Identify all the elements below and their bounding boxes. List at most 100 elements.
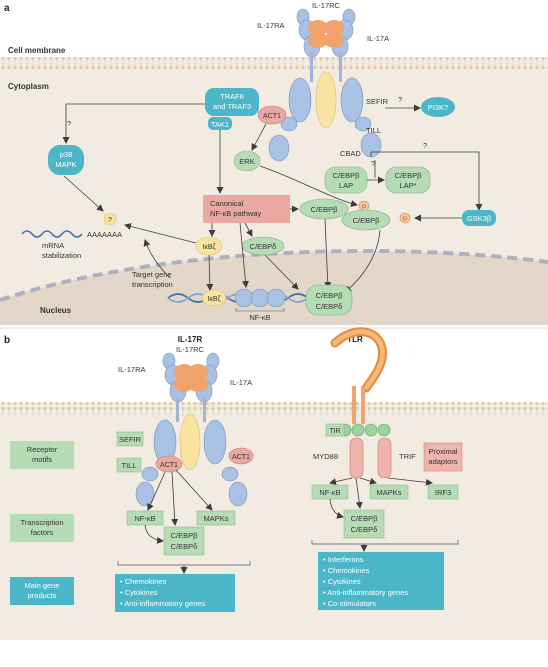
till-label-a: TILL (366, 126, 381, 135)
nfkb-label-nucleus: NF-κB (249, 313, 270, 322)
phospho-cebpb-node (341, 209, 391, 231)
phospho-p2-node (399, 212, 411, 224)
arrow-erk-phospho (259, 165, 358, 207)
cebpd-label-b: C/EBPδ (171, 542, 198, 551)
arrow-nfkb-cebp-b (144, 524, 164, 544)
main-gene-products-label2: products (28, 591, 57, 600)
cebpb-label-a: C/EBPβ (311, 205, 339, 214)
receptor-motifs-label2: motifs (32, 455, 52, 464)
sefir-label-b: SEFIR (119, 435, 142, 444)
cebpb-lap-label1: C/EBPβ (333, 171, 361, 180)
arrow-myd88-mapks (359, 477, 377, 485)
act1-label-a: ACT1 (263, 113, 281, 120)
tlr-product-2: • Cytokines (323, 577, 361, 586)
traf3-label: and TRAF3 (213, 102, 251, 111)
cell-membrane-b (0, 402, 548, 416)
nucleus-label: Nucleus (40, 306, 72, 315)
sefir-box-b (116, 431, 144, 447)
pi3k-question: ? (398, 95, 402, 104)
cebp-box-b (163, 526, 205, 556)
mrna-strand (21, 230, 83, 238)
proximal-label2: adaptors (428, 457, 457, 466)
cebp-box-tlr (343, 509, 385, 539)
il17r-product-1: • Cytokines (120, 588, 158, 597)
arrow-nfkb-cebpd (244, 222, 253, 237)
pi3k-node (421, 97, 455, 117)
till-box-b (116, 457, 142, 473)
canonical-nfkb-box (203, 195, 290, 223)
tlr-product-1: • Chemokines (323, 566, 370, 575)
act1-label-b2: ACT1 (232, 454, 250, 461)
arrow-trif-irf3 (387, 477, 433, 486)
traf6-label: TRAF6 (220, 92, 244, 101)
il17rc-label-b: IL-17RC (176, 345, 205, 354)
transcription-factors-label2: factors (31, 528, 54, 537)
trif-label: TRIF (399, 452, 416, 461)
traf6-traf3-box (205, 88, 259, 116)
tak1-label: TAK1 (211, 120, 229, 129)
pi3k-label: PI3K? (428, 103, 448, 112)
nfkb-bracket (235, 308, 285, 312)
nuclear-cebpd-label: C/EBPδ (316, 302, 343, 311)
cebpb-lapstar-label1: C/EBPβ (395, 171, 423, 180)
act1-node-a (257, 105, 287, 125)
il17r-title: IL-17R (178, 335, 203, 344)
tlr-products-bracket (311, 540, 459, 545)
arrow-cebpb-nucleus (324, 218, 332, 289)
mapks-box-b (196, 510, 236, 526)
phospho-cebpb-label: C/EBPβ (353, 216, 381, 225)
arrow-traf-p38 (62, 103, 205, 144)
phospho-p2-label: P (403, 216, 407, 223)
mapks-label-b: MAPKs (203, 514, 228, 523)
main-gene-products-box (10, 577, 74, 605)
panel-a-letter: a (4, 3, 10, 14)
transcription-factors-box (10, 514, 74, 542)
arrow-act1-cebp-b (171, 471, 179, 526)
tak1-box (208, 117, 232, 130)
cebpd-label-a: C/EBPδ (250, 242, 277, 251)
nuclear-cebpb-label: C/EBPβ (316, 291, 344, 300)
proximal-label1: Proximal (428, 447, 458, 456)
gsk3b-node (462, 210, 496, 226)
tlr-product-3: • Anti-inflammatory genes (323, 588, 408, 597)
il17a-label-b: IL-17A (230, 378, 252, 387)
act1-node-b (155, 455, 183, 473)
cell-membrane (0, 57, 548, 71)
ikbz-label-a: IκBζ (202, 244, 215, 251)
canonical-label: Canonical (210, 199, 244, 208)
gsk3b-label: GSK3β (467, 214, 492, 223)
mapks-box-tlr (369, 484, 409, 500)
main-gene-products-label1: Main gene (24, 581, 59, 590)
myd88-label: MYD88 (313, 452, 338, 461)
phospho-p-label: P (362, 204, 366, 211)
cebpb-lapstar-node (385, 166, 431, 194)
irf3-box (427, 484, 459, 500)
panel-a: a Cell membrane Cytoplasm Nucleus (0, 1, 548, 325)
mapks-label-tlr: MAPKs (376, 488, 401, 497)
gsk3b-question: ? (423, 141, 427, 150)
arrow-nfkb-nucleus (239, 222, 249, 288)
tir-label: TIR (329, 428, 340, 435)
nfkb-pathway-label: NF-κB pathway (210, 209, 262, 218)
panel-b-letter: b (4, 335, 10, 346)
stabilization-label: stabilization (42, 251, 81, 260)
erk-node (233, 150, 261, 172)
mrna-label: mRNA (42, 241, 64, 250)
till-label-b: TILL (121, 461, 136, 470)
arrow-transcription-mrna (143, 239, 171, 279)
arrow-act1-erk (251, 123, 267, 151)
mrna-question: ? (108, 217, 112, 224)
il17ra-label-a: IL-17RA (257, 21, 285, 30)
arrow-myd88-cebp (355, 477, 363, 509)
receptor-motifs-label1: Receptor (27, 445, 58, 454)
panel-b: b IL-17R IL-17RC IL-17RA IL-17A TLR (0, 327, 548, 640)
il17ra-label-b: IL-17RA (118, 365, 146, 374)
transcription-label: transcription (132, 280, 173, 289)
ikbz-label-nucleus: IκBζ (207, 296, 220, 303)
tlr-product-4: • Co-stimulators (323, 599, 376, 608)
tlr-product-0: • Interferons (323, 555, 364, 564)
nfkb-label-tlr: NF-κB (319, 488, 340, 497)
p38-mapk-node (48, 145, 84, 175)
transcription-factors-label1: Transcription (20, 518, 63, 527)
